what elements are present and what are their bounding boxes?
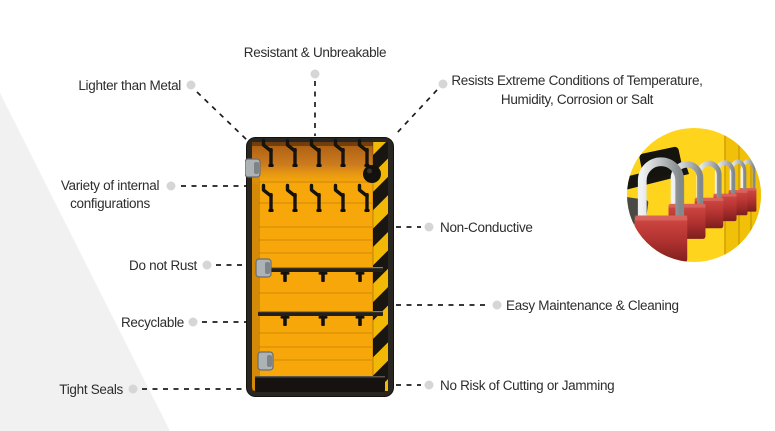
callout-label-maintenance: Easy Maintenance & Cleaning	[506, 298, 679, 313]
cabinet-bottom-strip-edge	[255, 376, 385, 378]
callout-label-tight-seals: Tight Seals	[59, 382, 123, 397]
cabinet-top-shadow	[252, 142, 388, 146]
callout-dot-no-cutting	[424, 380, 434, 390]
cabinet-interior	[252, 142, 388, 391]
cabinet-bottom-strip	[255, 376, 385, 392]
callout-dot-variety	[166, 181, 176, 191]
callout-label-no-cutting: No Risk of Cutting or Jamming	[440, 378, 615, 393]
cabinet-knob	[363, 165, 381, 183]
callout-dot-no-rust	[202, 260, 212, 270]
callout-dot-tight-seals	[128, 384, 138, 394]
callout-label-recyclable: Recyclable	[120, 315, 184, 330]
callout-dot-lighter	[186, 80, 196, 90]
callout-dot-maintenance	[492, 300, 502, 310]
callout-dot-recyclable	[188, 317, 198, 327]
cabinet-grooves	[259, 181, 372, 361]
callout-label-no-rust: Do not Rust	[129, 258, 197, 273]
cabinet-knob-highlight	[367, 168, 372, 174]
callout-dot-non-conductive	[424, 222, 434, 232]
callout-label-variety: Variety of internal configurations	[60, 178, 160, 211]
callout-dot-resistant	[310, 69, 320, 79]
callout-label-extreme: Resists Extreme Conditions of Temperatur…	[451, 73, 703, 107]
callout-dot-extreme	[438, 79, 448, 89]
callout-line-lighter	[196, 91, 248, 141]
callout-label-lighter: Lighter than Metal	[78, 78, 181, 93]
hazard-stripes	[373, 142, 388, 391]
callout-label-resistant: Resistant & Unbreakable	[243, 45, 387, 60]
lockout-cabinet-illustration	[245, 137, 394, 397]
padlocks-photo	[627, 128, 761, 262]
callout-label-non-conductive: Non-Conductive	[440, 220, 533, 235]
